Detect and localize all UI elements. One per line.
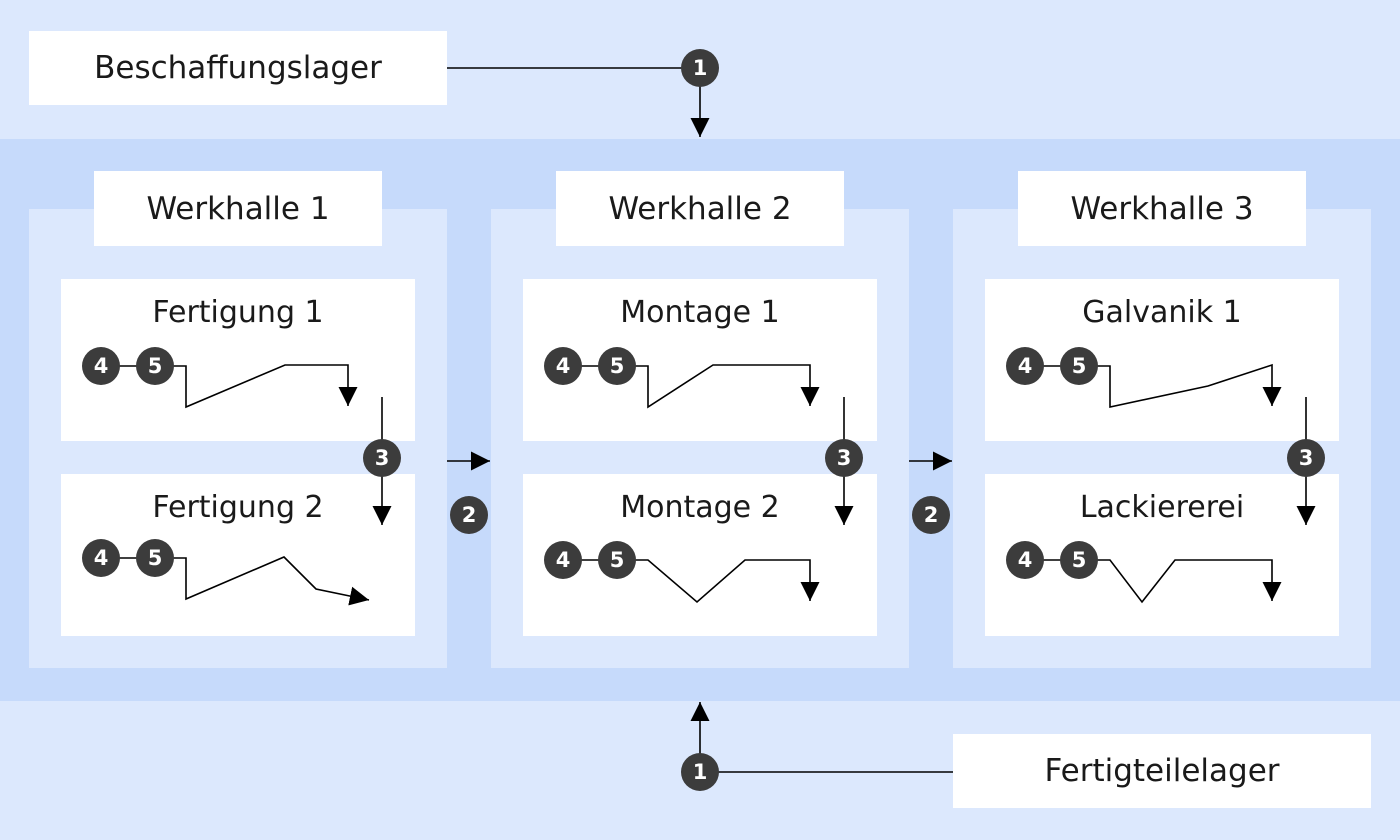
marker-1-finished: 1 — [681, 753, 719, 791]
marker-5-fertigung-1: 5 — [136, 347, 174, 385]
station-title: Galvanik 1 — [1082, 295, 1242, 330]
hall-1-title-box: Werkhalle 1 — [94, 171, 382, 246]
finished-parts-storage-label: Fertigteilelager — [1044, 753, 1280, 789]
marker-2-hall-1: 2 — [450, 496, 488, 534]
station-title: Fertigung 1 — [152, 295, 324, 330]
marker-4-lackiererei: 4 — [1006, 541, 1044, 579]
marker-4-fertigung-2: 4 — [82, 539, 120, 577]
station-fertigung-1: Fertigung 1 — [61, 279, 415, 441]
station-title: Montage 2 — [620, 490, 780, 525]
procurement-storage-label: Beschaffungslager — [94, 50, 382, 86]
station-title: Lackiererei — [1079, 490, 1245, 525]
marker-4-galvanik-1: 4 — [1006, 347, 1044, 385]
marker-5-galvanik-1: 5 — [1060, 347, 1098, 385]
hall-1-title: Werkhalle 1 — [146, 190, 330, 227]
marker-2-hall-2: 2 — [912, 496, 950, 534]
marker-3-hall-3: 3 — [1287, 439, 1325, 477]
station-montage-2: Montage 2 — [523, 474, 877, 636]
marker-4-montage-1: 4 — [544, 347, 582, 385]
hall-2-title-box: Werkhalle 2 — [556, 171, 844, 246]
marker-5-montage-2: 5 — [598, 541, 636, 579]
finished-parts-storage-box: Fertigteilelager — [953, 734, 1371, 808]
marker-4-fertigung-1: 4 — [82, 347, 120, 385]
marker-1-procurement: 1 — [681, 49, 719, 87]
marker-3-hall-2: 3 — [825, 439, 863, 477]
hall-3-title: Werkhalle 3 — [1070, 190, 1254, 227]
marker-5-lackiererei: 5 — [1060, 541, 1098, 579]
station-lackiererei: Lackiererei — [985, 474, 1339, 636]
hall-3-title-box: Werkhalle 3 — [1018, 171, 1306, 246]
station-galvanik-1: Galvanik 1 — [985, 279, 1339, 441]
hall-2-title: Werkhalle 2 — [608, 190, 792, 227]
marker-5-montage-1: 5 — [598, 347, 636, 385]
station-montage-1: Montage 1 — [523, 279, 877, 441]
procurement-storage-box: Beschaffungslager — [29, 31, 447, 105]
marker-4-montage-2: 4 — [544, 541, 582, 579]
marker-5-fertigung-2: 5 — [136, 539, 174, 577]
station-fertigung-2: Fertigung 2 — [61, 474, 415, 636]
station-title: Fertigung 2 — [152, 490, 324, 525]
station-title: Montage 1 — [620, 295, 780, 330]
marker-3-hall-1: 3 — [363, 439, 401, 477]
